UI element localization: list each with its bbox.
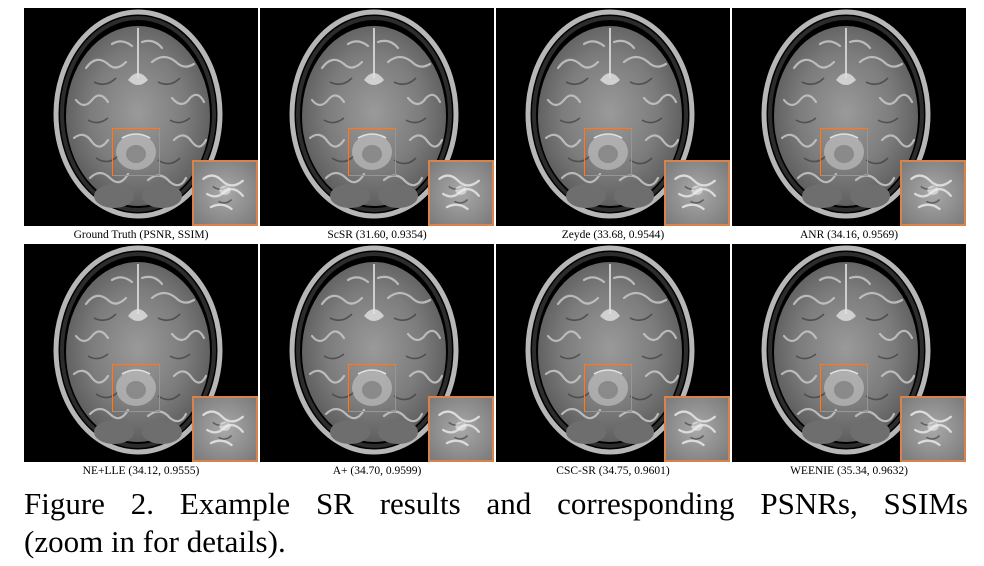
- panel-caption-scsr: ScSR (31.60, 0.9354): [327, 229, 427, 241]
- zoom-inset: [192, 396, 258, 462]
- zoom-region-box: [584, 128, 632, 176]
- figure-caption-line-2: (zoom in for details).: [24, 524, 286, 559]
- panel-anr: [732, 8, 966, 226]
- zoom-inset: [664, 160, 730, 226]
- figure-caption: Figure 2. Example SR results and corresp…: [24, 485, 968, 561]
- figure-caption-line-1: Figure 2. Example SR results and corresp…: [24, 486, 968, 521]
- panel-ne-lle: [24, 244, 258, 462]
- zoom-inset: [664, 396, 730, 462]
- panel-zeyde: [496, 8, 730, 226]
- zoom-region-box: [584, 364, 632, 412]
- panel-caption-ground-truth: Ground Truth (PSNR, SSIM): [73, 229, 209, 241]
- zoom-region-box: [112, 128, 160, 176]
- panel-weenie: [732, 244, 966, 462]
- zoom-inset: [428, 396, 494, 462]
- panel-scsr: [260, 8, 494, 226]
- zoom-inset: [900, 160, 966, 226]
- panel-caption-anr: ANR (34.16, 0.9569): [799, 229, 899, 241]
- zoom-inset: [900, 396, 966, 462]
- panel-a-plus: [260, 244, 494, 462]
- panel-caption-a-plus: A+ (34.70, 0.9599): [332, 465, 422, 477]
- zoom-region-box: [820, 364, 868, 412]
- panel-caption-zeyde: Zeyde (33.68, 0.9544): [561, 229, 665, 241]
- panel-csc-sr: [496, 244, 730, 462]
- zoom-region-box: [348, 128, 396, 176]
- panel-caption-csc-sr: CSC-SR (34.75, 0.9601): [556, 465, 670, 477]
- zoom-inset: [428, 160, 494, 226]
- zoom-inset: [192, 160, 258, 226]
- panel-caption-ne-lle: NE+LLE (34.12, 0.9555): [82, 465, 200, 477]
- panel-ground-truth: [24, 8, 258, 226]
- zoom-region-box: [112, 364, 160, 412]
- zoom-region-box: [820, 128, 868, 176]
- zoom-region-box: [348, 364, 396, 412]
- panel-caption-weenie: WEENIE (35.34, 0.9632): [790, 465, 908, 477]
